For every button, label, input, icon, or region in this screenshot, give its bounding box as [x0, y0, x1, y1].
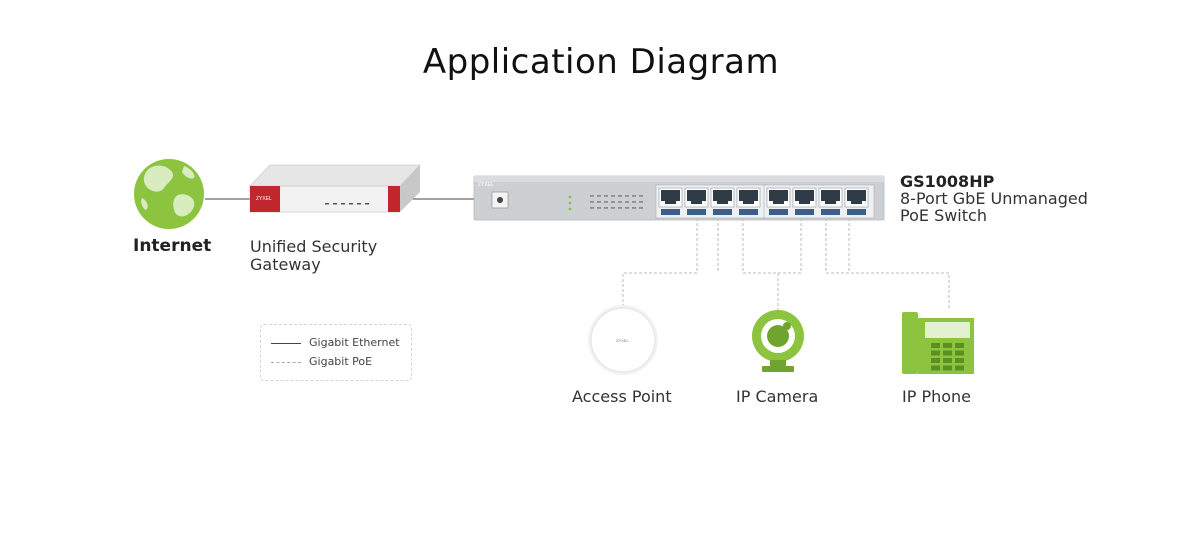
switch-label: GS1008HP 8-Port GbE Unmanaged PoE Switch	[900, 173, 1088, 224]
port-group-1-4	[655, 184, 767, 219]
status-led	[590, 207, 594, 209]
status-led	[632, 207, 636, 209]
legend-item-poe: Gigabit PoE	[271, 355, 372, 368]
status-led	[604, 201, 608, 203]
status-led	[590, 201, 594, 203]
status-led	[639, 201, 643, 203]
status-leds	[590, 195, 643, 209]
gateway-label-line1: Unified Security	[250, 237, 378, 256]
phone-key	[943, 350, 952, 356]
internet-label: Internet	[133, 236, 212, 256]
ethernet-port	[766, 187, 791, 215]
phone-key	[931, 350, 940, 356]
phone-key	[943, 365, 952, 371]
ethernet-port	[736, 187, 761, 215]
phone-key	[943, 343, 952, 348]
phone-key	[931, 365, 940, 371]
access-point-icon: ZYXEL	[588, 305, 658, 375]
dashed-line-swatch	[271, 361, 301, 363]
status-led	[597, 207, 601, 209]
status-led	[590, 195, 594, 197]
gateway-label-line2: Gateway	[250, 255, 321, 274]
poe-links	[622, 218, 950, 310]
legend-ethernet-label: Gigabit Ethernet	[309, 336, 400, 349]
ip-camera-icon	[752, 310, 804, 372]
status-led	[632, 201, 636, 203]
status-led	[611, 201, 615, 203]
link-switch-camera	[742, 218, 802, 274]
status-led	[618, 195, 622, 197]
link-switch-access-point	[622, 218, 698, 305]
status-led	[625, 195, 629, 197]
legend-poe-label: Gigabit PoE	[309, 355, 373, 368]
status-led	[611, 207, 615, 209]
link-switch-phone	[825, 218, 950, 310]
phone-key	[955, 358, 964, 363]
status-led	[639, 207, 643, 209]
phone-key	[931, 358, 940, 363]
security-gateway-device: ZYXEL	[249, 164, 421, 213]
ip-camera-label: IP Camera	[736, 387, 819, 406]
ip-phone-label: IP Phone	[902, 387, 972, 406]
ethernet-port	[684, 187, 709, 215]
switch-model: GS1008HP	[900, 172, 995, 191]
gateway-brand: ZYXEL	[256, 196, 272, 202]
ip-phone-icon	[902, 312, 974, 374]
status-led	[597, 201, 601, 203]
page-title: Application Diagram	[422, 42, 780, 82]
phone-key	[955, 365, 964, 371]
status-led	[604, 195, 608, 197]
gateway-label: Unified Security Gateway	[250, 238, 377, 274]
switch-brand: ZYXEL	[478, 182, 494, 188]
phone-key	[955, 350, 964, 356]
phone-key	[943, 358, 952, 363]
phone-key	[931, 343, 940, 348]
status-led	[625, 207, 629, 209]
status-led	[611, 195, 615, 197]
status-led	[639, 195, 643, 197]
access-point-label: Access Point	[572, 387, 672, 406]
ethernet-port	[818, 187, 843, 215]
ethernet-port	[710, 187, 735, 215]
port-group-5-8	[763, 184, 875, 219]
status-led	[625, 201, 629, 203]
ethernet-port	[792, 187, 817, 215]
poe-switch-device: ZYXEL	[473, 175, 885, 221]
status-led	[632, 195, 636, 197]
switch-desc-line1: 8-Port GbE Unmanaged	[900, 189, 1088, 208]
legend: Gigabit Ethernet Gigabit PoE	[260, 324, 412, 381]
status-led	[604, 207, 608, 209]
status-led	[597, 195, 601, 197]
access-point-brand: ZYXEL	[616, 338, 629, 343]
solid-line-swatch	[271, 342, 301, 344]
legend-item-ethernet: Gigabit Ethernet	[271, 336, 400, 349]
phone-key	[955, 343, 964, 348]
status-led	[618, 201, 622, 203]
ethernet-port	[658, 187, 683, 215]
status-led	[618, 207, 622, 209]
switch-desc-line2: PoE Switch	[900, 206, 987, 225]
globe-icon	[134, 159, 204, 229]
ethernet-port	[844, 187, 869, 215]
